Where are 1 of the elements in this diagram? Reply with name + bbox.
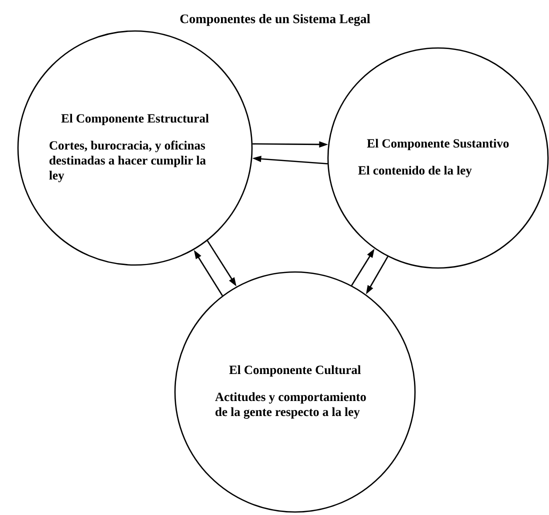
title: Componentes de un Sistema Legal [180, 14, 370, 26]
